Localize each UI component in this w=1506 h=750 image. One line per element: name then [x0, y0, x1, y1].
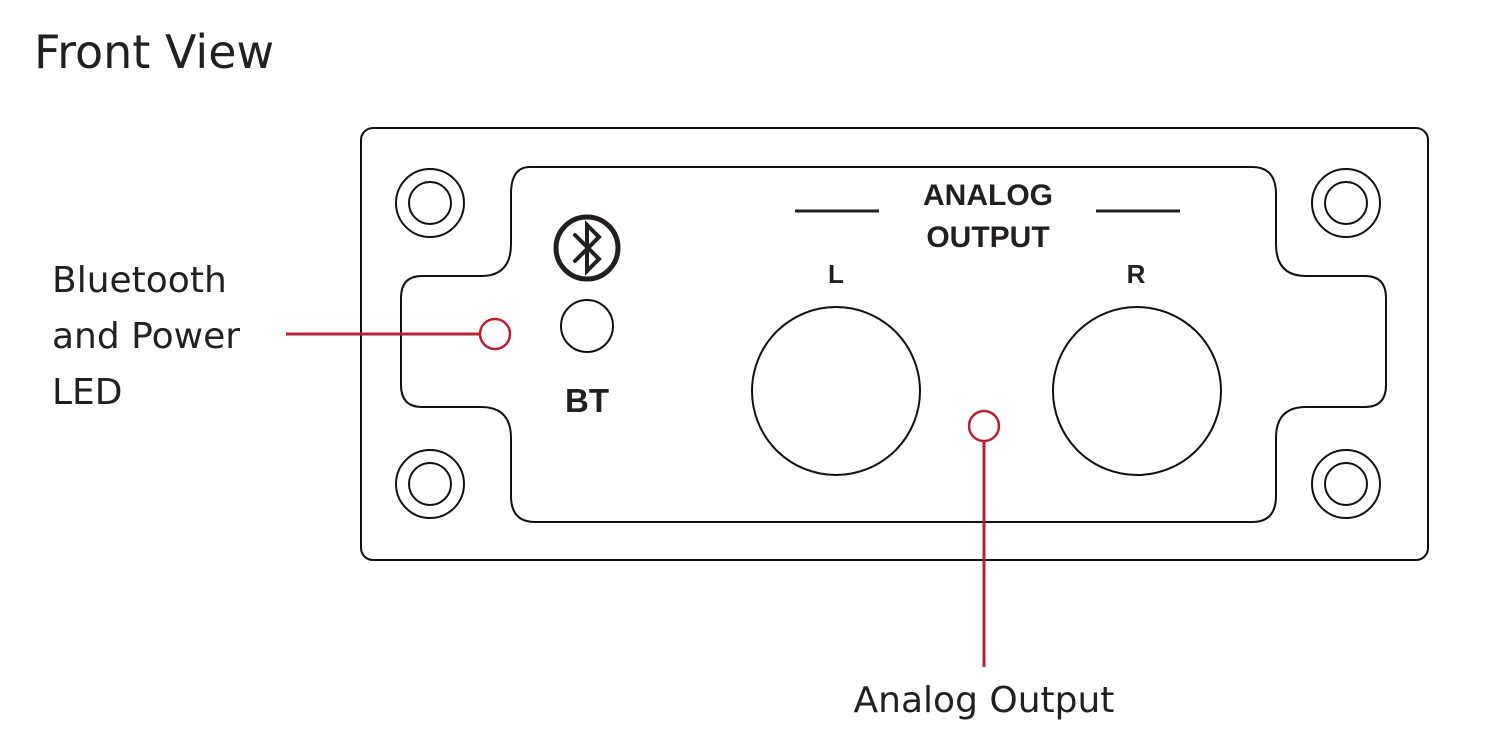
left-output-jack — [751, 306, 921, 476]
screw-top-right — [1311, 168, 1381, 238]
output-label-line1: ANALOG — [923, 179, 1053, 212]
screw-bottom-right — [1311, 449, 1381, 519]
output-label-line2: OUTPUT — [926, 221, 1049, 254]
bluetooth-icon — [553, 214, 621, 282]
led-callout-marker — [478, 317, 512, 351]
led-callout-label-line3: LED — [52, 372, 123, 413]
left-channel-label: L — [828, 259, 844, 289]
device-front-panel — [360, 127, 1429, 561]
inner-faceplate — [400, 166, 1387, 523]
bt-label: BT — [565, 382, 609, 419]
right-output-jack — [1052, 306, 1222, 476]
led-callout-label-line2: and Power — [52, 316, 240, 357]
screw-bottom-left — [395, 449, 465, 519]
output-callout-marker — [967, 409, 1001, 443]
page-title: Front View — [34, 25, 274, 79]
bt-power-led — [560, 299, 614, 353]
led-callout-label-line1: Bluetooth — [52, 260, 227, 301]
screw-top-left — [395, 168, 465, 238]
right-channel-label: R — [1127, 259, 1146, 289]
output-callout-label: Analog Output — [854, 680, 1115, 721]
